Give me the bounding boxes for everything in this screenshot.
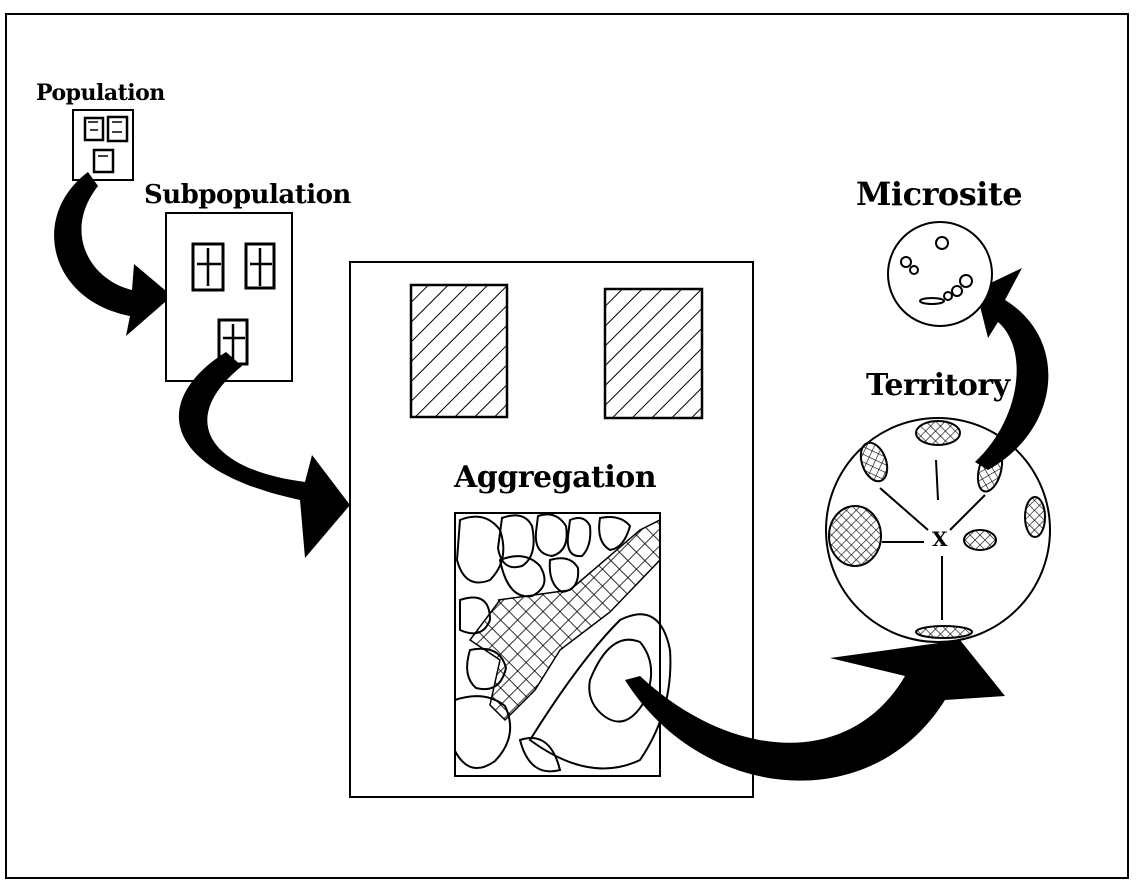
microsite-label: Microsite <box>856 175 1023 213</box>
arrow-population-to-subpopulation <box>54 172 172 336</box>
aggregation-detail <box>454 512 672 777</box>
arrow-territory-to-microsite <box>975 268 1049 470</box>
outer-frame <box>5 13 1129 879</box>
aggregation-label: Aggregation <box>454 460 657 495</box>
territory-label: Territory <box>866 368 1010 403</box>
population-box <box>72 109 134 181</box>
hatched-patch-right <box>603 287 704 420</box>
arrow-subpopulation-to-aggregation <box>178 352 350 558</box>
subpopulation-label: Subpopulation <box>144 180 351 210</box>
microsite-circle <box>887 221 993 327</box>
population-label: Population <box>36 80 165 106</box>
subpopulation-box <box>165 212 293 382</box>
center-mark: X <box>932 527 948 551</box>
hatched-patch-left <box>409 283 509 419</box>
territory-circle <box>825 417 1051 643</box>
arrow-aggregation-to-territory <box>625 640 1005 781</box>
